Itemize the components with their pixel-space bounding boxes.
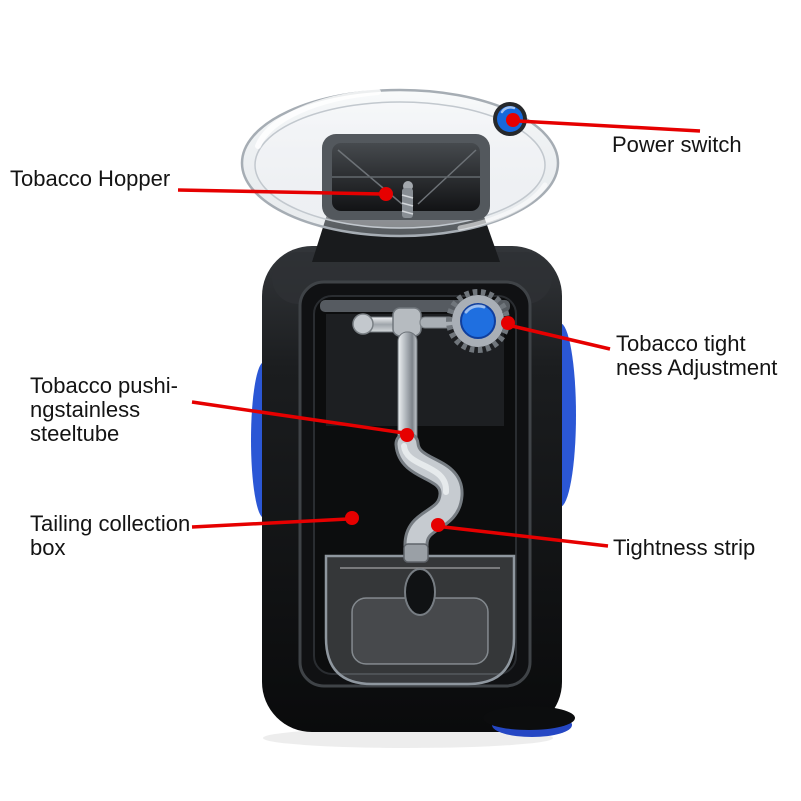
- label-line: ngstainless: [30, 397, 141, 422]
- s-arm-highlight: [401, 443, 449, 495]
- leader-line-pushing-tube: [191, 400, 405, 435]
- callout-dot-pushing-tube: [400, 428, 414, 442]
- ground-shadow: [263, 728, 553, 748]
- tightness-adjustment-knob: [446, 289, 510, 353]
- label-line: steeltube: [30, 421, 120, 446]
- leader-line-tailing-box: [191, 517, 349, 529]
- tightness-strip: [403, 543, 429, 563]
- knob-blue-cap: [460, 303, 496, 339]
- leader-line-tightness-strip: [443, 525, 609, 548]
- box-oval-opening: [404, 568, 436, 616]
- label-pushing-tube: Tobacco pushi- ngstainless steeltube: [30, 374, 178, 446]
- label-tightness-adjustment: Tobacco tight ness Adjustment: [616, 332, 777, 380]
- label-tobacco-hopper: Tobacco Hopper: [10, 167, 170, 191]
- label-tailing-box: Tailing collection box: [30, 512, 190, 560]
- label-line: Tailing collection: [30, 511, 191, 536]
- callout-dot-tightness-strip: [431, 518, 445, 532]
- cross-bar-cap: [352, 313, 374, 335]
- leader-line-tightness-adjustment: [511, 324, 611, 351]
- leader-line-tobacco-hopper: [177, 188, 385, 196]
- label-line: Power switch: [612, 132, 742, 157]
- callout-dot-tightness-adjustment: [501, 316, 515, 330]
- label-line: ness Adjustment: [616, 355, 778, 380]
- tailing-collection-box: [324, 554, 516, 686]
- tobacco-pushing-tube: [352, 307, 464, 563]
- label-line: Tobacco Hopper: [10, 166, 171, 191]
- label-tightness-strip: Tightness strip: [613, 536, 755, 560]
- body-accent-bottom-mask: [483, 706, 575, 730]
- label-line: box: [30, 535, 66, 560]
- glass-highlight-left: [255, 89, 381, 149]
- label-line: Tightness strip: [613, 535, 756, 560]
- leader-line-power-switch: [517, 119, 701, 133]
- label-power-switch: Power switch: [612, 133, 742, 157]
- glass-highlight-right: [457, 182, 548, 231]
- callout-dot-tobacco-hopper: [379, 187, 393, 201]
- callout-dot-power-switch: [506, 113, 520, 127]
- label-line: Tobacco pushi-: [30, 373, 178, 398]
- label-line: Tobacco tight: [616, 331, 746, 356]
- callout-dot-tailing-box: [345, 511, 359, 525]
